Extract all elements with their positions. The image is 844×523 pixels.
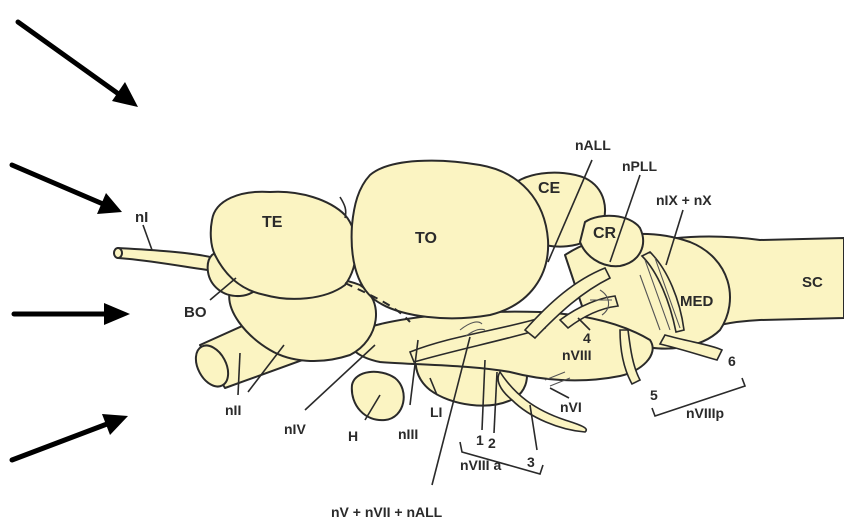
label-2: 2 bbox=[488, 435, 496, 451]
label-nIX-nX: nIX + nX bbox=[656, 192, 712, 208]
hypophysis bbox=[352, 372, 404, 420]
label-MED: MED bbox=[680, 293, 714, 310]
label-BO: BO bbox=[184, 304, 207, 321]
label-CE: CE bbox=[538, 180, 561, 197]
arrow-top bbox=[18, 22, 138, 107]
label-nI: nI bbox=[135, 209, 148, 226]
arrow-upper-middle bbox=[12, 165, 122, 214]
label-H: H bbox=[348, 428, 358, 444]
label-4: 4 bbox=[583, 330, 591, 346]
label-nV-nVII-nALL: nV + nVII + nALL bbox=[331, 504, 443, 520]
optic-tectum bbox=[352, 161, 549, 319]
label-nALL: nALL bbox=[575, 137, 611, 153]
label-1: 1 bbox=[476, 432, 484, 448]
label-nVIIIp: nVIIIp bbox=[686, 405, 724, 421]
label-TE: TE bbox=[262, 214, 283, 231]
label-nVI: nVI bbox=[560, 399, 582, 415]
label-TO: TO bbox=[415, 230, 437, 247]
olfactory-nerve-tip bbox=[114, 248, 122, 258]
label-3: 3 bbox=[527, 454, 535, 470]
label-nIV: nIV bbox=[284, 421, 306, 437]
label-SC: SC bbox=[802, 274, 823, 291]
label-CR: CR bbox=[593, 225, 617, 242]
label-nII: nII bbox=[225, 402, 241, 418]
label-nPLL: nPLL bbox=[622, 158, 657, 174]
label-nVIII: nVIII bbox=[562, 347, 592, 363]
olfactory-nerve bbox=[118, 248, 222, 272]
label-6: 6 bbox=[728, 353, 736, 369]
label-5: 5 bbox=[650, 387, 658, 403]
label-nIII: nIII bbox=[398, 426, 418, 442]
label-nVIII-a: nVIII a bbox=[460, 457, 501, 473]
brainstem bbox=[349, 312, 653, 381]
arrow-lower-middle bbox=[14, 303, 130, 325]
arrow-bottom bbox=[12, 414, 128, 460]
label-LI: LI bbox=[430, 404, 442, 420]
